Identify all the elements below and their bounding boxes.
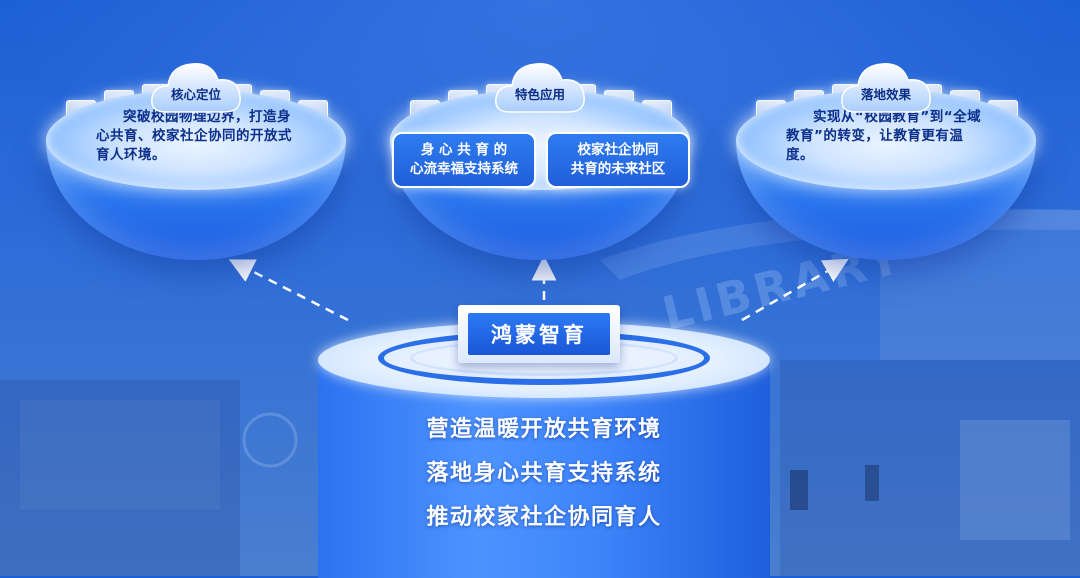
arrow-left [240, 265, 348, 320]
hub-line: 推动校家社企协同育人 [318, 496, 770, 540]
cloud-badge: 落地效果 [838, 54, 934, 116]
feature-box-line: 身 心 共 育 的 [421, 141, 507, 160]
hub-line: 落地身心共育支持系统 [318, 452, 770, 496]
hub-line: 营造温暖开放共育环境 [318, 408, 770, 452]
feature-box-line: 校家社企协同 [578, 141, 659, 160]
bowl-description: 实现从“校园教育”到“全域教育”的转变，让教育更有温度。 [786, 108, 986, 165]
hub-title: 鸿蒙智育 [468, 313, 610, 355]
feature-box-line: 心流幸福支持系统 [410, 160, 518, 179]
hub-lines: 营造温暖开放共育环境 落地身心共育支持系统 推动校家社企协同育人 [318, 408, 770, 540]
bowl-label: 落地效果 [838, 84, 934, 103]
cloud-badge: 特色应用 [492, 54, 588, 116]
bowl-core-positioning: 突破校园物理边界，打造身心共育、校家社企协同的开放式育人环境。 核心定位 [46, 60, 346, 270]
bowl-description: 突破校园物理边界，打造身心共育、校家社企协同的开放式育人环境。 [96, 108, 296, 165]
feature-box-community: 校家社企协同 共育的未来社区 [546, 132, 690, 188]
bowl-feature-application: 身 心 共 育 的 心流幸福支持系统 校家社企协同 共育的未来社区 特色应用 [390, 60, 690, 270]
arrow-right [742, 265, 838, 320]
cloud-badge: 核心定位 [148, 54, 244, 116]
feature-box-mind-body: 身 心 共 育 的 心流幸福支持系统 [392, 132, 536, 188]
bowl-label: 核心定位 [148, 84, 244, 103]
bowl-landing-effect: 实现从“校园教育”到“全域教育”的转变，让教育更有温度。 落地效果 [736, 60, 1036, 270]
bowl-label: 特色应用 [492, 84, 588, 103]
feature-box-line: 共育的未来社区 [571, 160, 666, 179]
